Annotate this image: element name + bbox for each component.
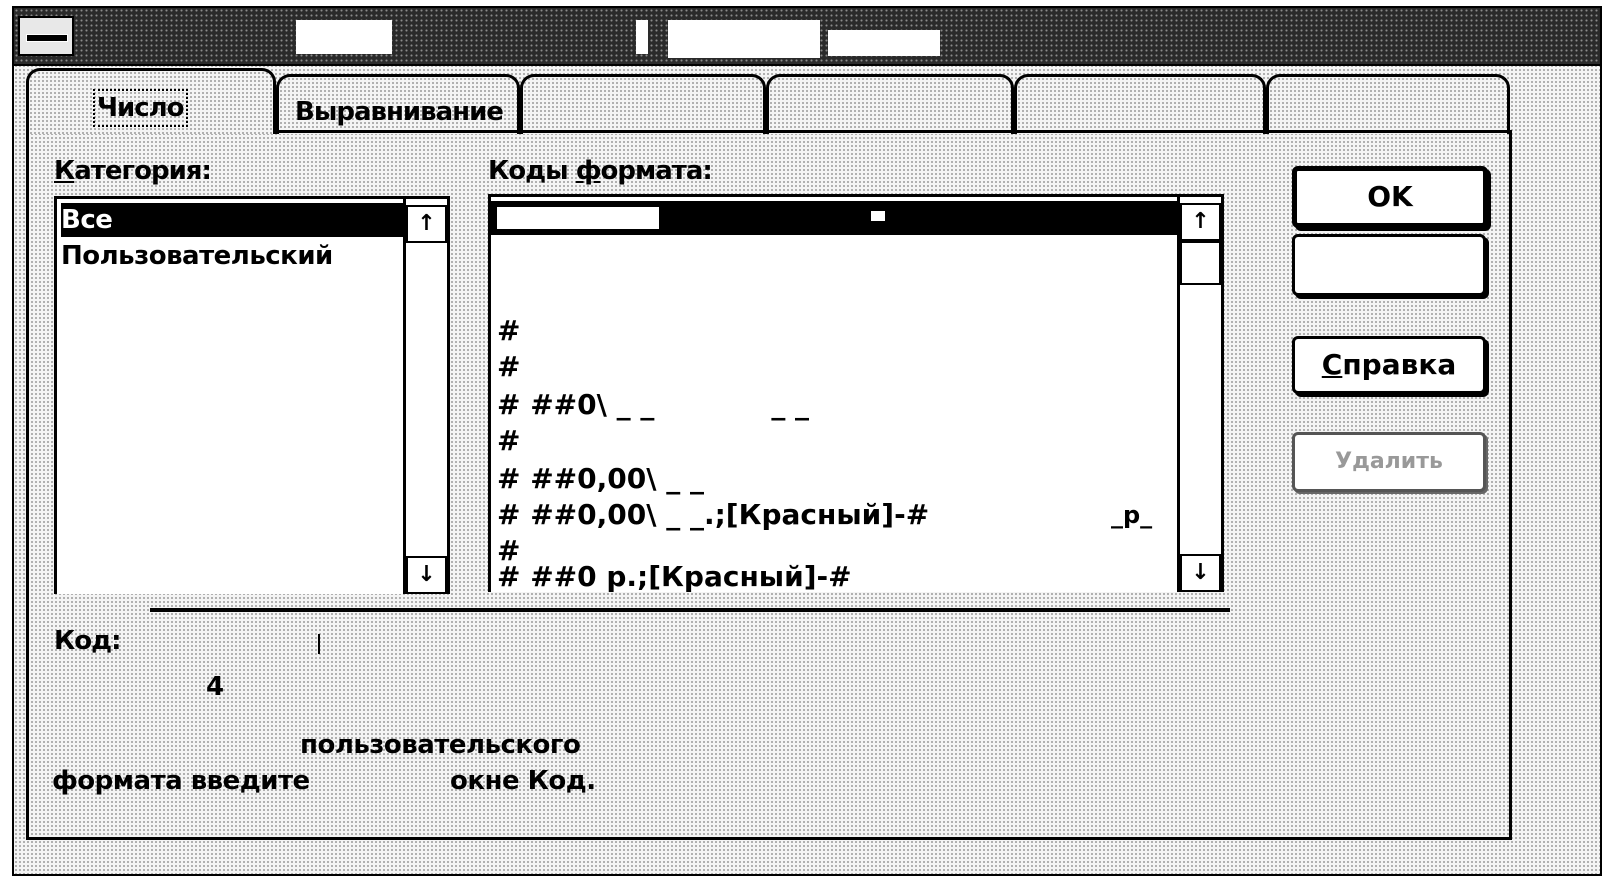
description-line-2b: окне Код. bbox=[450, 766, 596, 796]
delete-button: Удалить bbox=[1292, 432, 1486, 492]
list-item[interactable]: # bbox=[497, 314, 521, 347]
title-bar[interactable] bbox=[14, 8, 1600, 66]
title-fragment bbox=[636, 20, 648, 54]
format-codes-listbox[interactable]: # # # ##0\ _ _ _ _ # # ##0,00\ _ _ # ##0… bbox=[488, 194, 1224, 593]
tab-number[interactable]: Число bbox=[26, 68, 276, 134]
list-item[interactable]: Пользовательский bbox=[61, 241, 333, 271]
minus-icon bbox=[26, 34, 68, 42]
list-item[interactable]: Все bbox=[61, 203, 407, 237]
tab-panel bbox=[26, 130, 1512, 840]
ok-button[interactable]: OK bbox=[1292, 166, 1488, 228]
description-digit: 4 bbox=[206, 672, 224, 702]
description-line-2a: формата введите bbox=[52, 766, 310, 796]
scroll-down-button[interactable]: ↓ bbox=[406, 556, 447, 594]
category-label: Категория: bbox=[54, 156, 212, 186]
blank-button[interactable] bbox=[1292, 234, 1486, 296]
tab-3[interactable] bbox=[520, 74, 766, 134]
text-cursor bbox=[318, 634, 320, 654]
code-label: Код: bbox=[54, 626, 122, 656]
tab-number-label: Число bbox=[93, 89, 188, 127]
tab-6[interactable] bbox=[1266, 74, 1510, 134]
selected-text-fragment bbox=[497, 207, 659, 229]
tab-5[interactable] bbox=[1014, 74, 1266, 134]
tab-alignment[interactable]: Выравнивание bbox=[276, 74, 520, 134]
list-item[interactable]: # ##0,00\ _ _ bbox=[497, 462, 704, 495]
title-fragment bbox=[828, 30, 940, 56]
selected-format-row[interactable] bbox=[491, 201, 1177, 235]
list-item[interactable]: # ##0,00\ _ _.;[Красный]-# bbox=[497, 498, 930, 531]
list-item[interactable]: # ##0 р.;[Красный]-# bbox=[497, 560, 852, 593]
system-menu-button[interactable] bbox=[18, 16, 74, 56]
tab-4[interactable] bbox=[766, 74, 1014, 134]
code-input[interactable] bbox=[150, 608, 1230, 612]
category-scrollbar[interactable]: ↑ ↓ bbox=[403, 199, 447, 594]
scroll-down-button[interactable]: ↓ bbox=[1180, 554, 1221, 592]
list-item[interactable]: # bbox=[497, 424, 521, 457]
scroll-up-button[interactable]: ↑ bbox=[1180, 203, 1221, 241]
list-item[interactable]: # bbox=[497, 534, 521, 567]
list-item[interactable]: # bbox=[497, 350, 521, 383]
help-button[interactable]: Справка bbox=[1292, 336, 1486, 394]
list-item-fragment: _р_ bbox=[1111, 501, 1153, 529]
title-fragment bbox=[668, 20, 820, 58]
list-item[interactable]: # ##0\ _ _ _ _ bbox=[497, 388, 810, 421]
category-listbox[interactable]: Все Пользовательский ↑ ↓ bbox=[54, 196, 450, 594]
format-cells-dialog: Число Выравнивание Категория: Все Пользо… bbox=[12, 6, 1602, 876]
selected-text-fragment bbox=[871, 211, 885, 221]
format-codes-label: Коды формата: bbox=[488, 156, 713, 186]
panel-top-border bbox=[276, 130, 1512, 133]
title-fragment bbox=[296, 20, 392, 54]
scroll-thumb[interactable] bbox=[1180, 241, 1221, 285]
description-line-1: пользовательского bbox=[300, 730, 581, 760]
scroll-up-button[interactable]: ↑ bbox=[406, 205, 447, 243]
format-codes-scrollbar[interactable]: ↑ ↓ bbox=[1177, 197, 1221, 592]
tab-alignment-label: Выравнивание bbox=[295, 97, 504, 127]
